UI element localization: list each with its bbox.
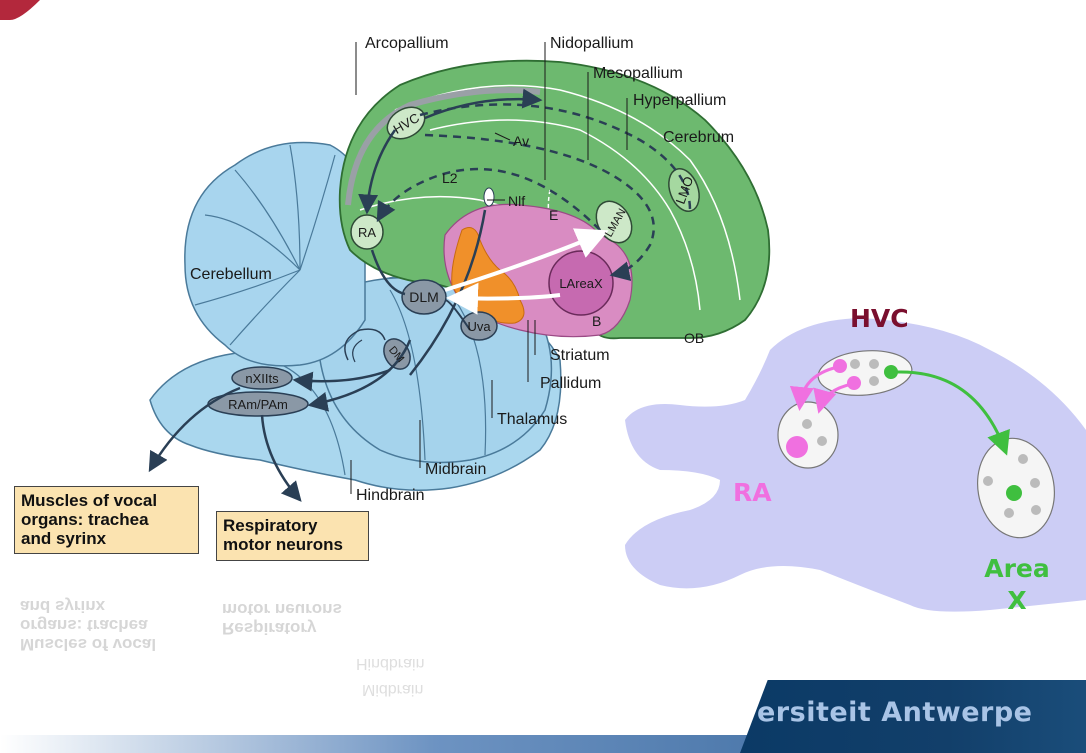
corner-decoration: [0, 0, 40, 20]
respiratory-output-box: Respiratory motor neurons: [216, 511, 369, 561]
muscles-line-1: Muscles of vocal: [21, 491, 192, 510]
label-striatum: Striatum: [550, 347, 610, 364]
label-thalamus: Thalamus: [497, 411, 567, 428]
label-b: B: [592, 313, 601, 329]
respiratory-line-1: Respiratory: [223, 516, 362, 535]
label-e: E: [549, 207, 558, 223]
label-nif: Nlf: [508, 193, 525, 209]
muscles-line-2: organs: trachea: [21, 510, 192, 529]
label-uva: Uva: [467, 319, 491, 334]
hvc-label: HVC: [850, 304, 909, 333]
area-x-label-line-1: Area: [977, 553, 1057, 585]
respiratory-reflection: Respiratory motor neurons: [216, 592, 369, 642]
label-cerebrum: Cerebrum: [663, 129, 734, 146]
muscles-output-box: Muscles of vocal organs: trachea and syr…: [14, 486, 199, 554]
muscles-reflection-line-1: Muscles of vocal: [20, 635, 193, 654]
label-midbrain: Midbrain: [425, 461, 486, 478]
label-av: Av: [513, 133, 529, 149]
area-x-label: Area X: [977, 553, 1057, 617]
respiratory-line-2: motor neurons: [223, 535, 362, 554]
respiratory-reflection-line-2: motor neurons: [222, 600, 363, 619]
muscles-reflection: Muscles of vocal organs: trachea and syr…: [14, 590, 199, 658]
cerebellum-shape: [185, 143, 365, 366]
label-nxiits: nXIIts: [245, 371, 279, 386]
label-ob: OB: [684, 330, 704, 346]
label-hindbrain: Hindbrain: [356, 487, 424, 504]
respiratory-reflection-line-1: Respiratory: [222, 619, 363, 638]
label-l2: L2: [442, 170, 458, 186]
ra-label: RA: [733, 478, 772, 507]
area-x-label-line-2: X: [977, 585, 1057, 617]
muscles-line-3: and syrinx: [21, 529, 192, 548]
label-ra-nucleus: RA: [358, 225, 376, 240]
label-hyperpallium: Hyperpallium: [633, 92, 726, 109]
label-mesopallium: Mesopallium: [593, 65, 683, 82]
label-dlm: DLM: [409, 289, 439, 305]
muscles-reflection-line-2: organs: trachea: [20, 616, 193, 635]
label-nidopallium: Nidopallium: [550, 35, 634, 52]
midbrain-reflection: Midbrain: [362, 680, 423, 698]
label-cerebellum: Cerebellum: [190, 266, 272, 283]
label-rampam: RAm/PAm: [228, 397, 288, 412]
label-lareax: LAreaX: [559, 276, 603, 291]
hindbrain-reflection: Hindbrain: [356, 654, 424, 672]
muscles-reflection-line-3: and syrinx: [20, 597, 193, 616]
label-pallidum: Pallidum: [540, 375, 601, 392]
footer-university-name: ersiteit Antwerpe: [757, 697, 1032, 728]
label-arcopallium: Arcopallium: [365, 35, 449, 52]
ra-nucleus-oval: [778, 402, 838, 468]
